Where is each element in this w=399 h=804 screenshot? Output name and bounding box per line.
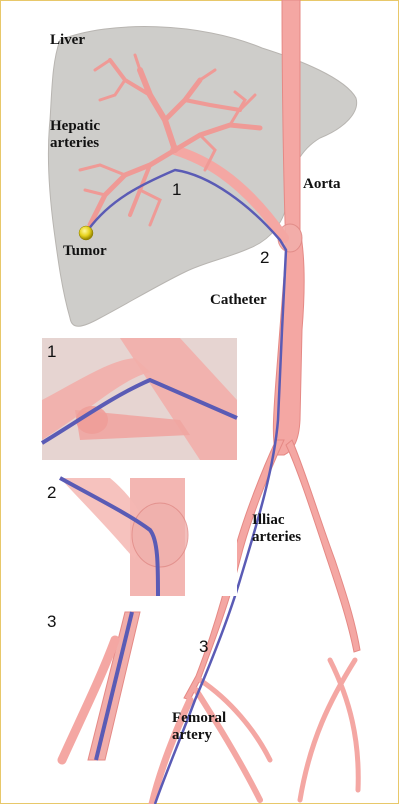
catheter-label: Catheter [210, 292, 267, 309]
marker-3: 3 [199, 637, 208, 657]
iliac-arteries-label: Illiac arteries [252, 512, 301, 546]
tumor-sphere [79, 226, 93, 240]
liver-label: Liver [50, 32, 85, 49]
aorta-label: Aorta [303, 176, 341, 193]
inset-3 [62, 612, 140, 760]
inset-3-number: 3 [47, 612, 56, 632]
femoral-artery-label: Femoral artery [172, 710, 226, 744]
tumor-label: Tumor [63, 243, 107, 260]
marker-2: 2 [260, 248, 269, 268]
inset-2-number: 2 [47, 483, 56, 503]
inset-2 [42, 478, 237, 596]
hepatic-arteries-label: Hepatic arteries [50, 118, 100, 152]
marker-1: 1 [172, 180, 181, 200]
inset-1 [42, 338, 237, 460]
inset-1-number: 1 [47, 342, 56, 362]
